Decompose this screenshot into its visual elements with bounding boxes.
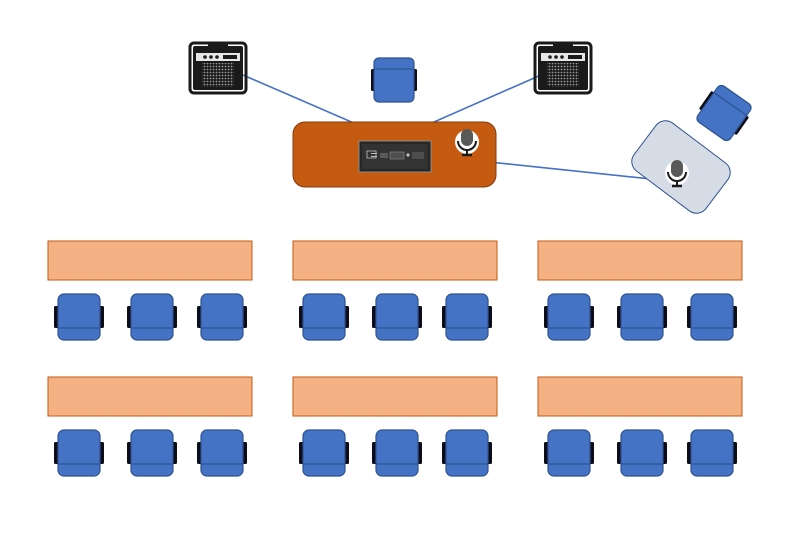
- student-chair[interactable]: [299, 429, 349, 477]
- student-desk[interactable]: [47, 376, 253, 417]
- student-chair[interactable]: [127, 429, 177, 477]
- student-chair[interactable]: [372, 293, 422, 341]
- student-chair[interactable]: [54, 293, 104, 341]
- speaker-grille: [202, 63, 234, 87]
- student-chair[interactable]: [617, 293, 667, 341]
- student-desk[interactable]: [537, 240, 743, 281]
- speaker-left[interactable]: [188, 41, 248, 95]
- student-chair[interactable]: [197, 293, 247, 341]
- student-seating: [47, 240, 743, 477]
- student-chair[interactable]: [544, 293, 594, 341]
- student-chair[interactable]: [442, 429, 492, 477]
- speaker-grille: [547, 63, 579, 87]
- student-chair[interactable]: [544, 429, 594, 477]
- student-chair[interactable]: [127, 293, 177, 341]
- student-chair[interactable]: [617, 429, 667, 477]
- audio-mixer[interactable]: [358, 140, 432, 173]
- side-table-microphone[interactable]: [665, 160, 689, 188]
- podium-microphone[interactable]: [455, 129, 479, 157]
- presenter-chair[interactable]: [371, 57, 417, 103]
- student-chair[interactable]: [687, 293, 737, 341]
- side-chair[interactable]: [693, 82, 756, 144]
- student-chair[interactable]: [687, 429, 737, 477]
- student-desk[interactable]: [47, 240, 253, 281]
- student-chair[interactable]: [54, 429, 104, 477]
- student-desk[interactable]: [292, 376, 498, 417]
- student-chair[interactable]: [299, 293, 349, 341]
- student-chair[interactable]: [197, 429, 247, 477]
- student-desk[interactable]: [537, 376, 743, 417]
- student-desk[interactable]: [292, 240, 498, 281]
- student-chair[interactable]: [372, 429, 422, 477]
- student-chair[interactable]: [442, 293, 492, 341]
- speaker-right[interactable]: [533, 41, 593, 95]
